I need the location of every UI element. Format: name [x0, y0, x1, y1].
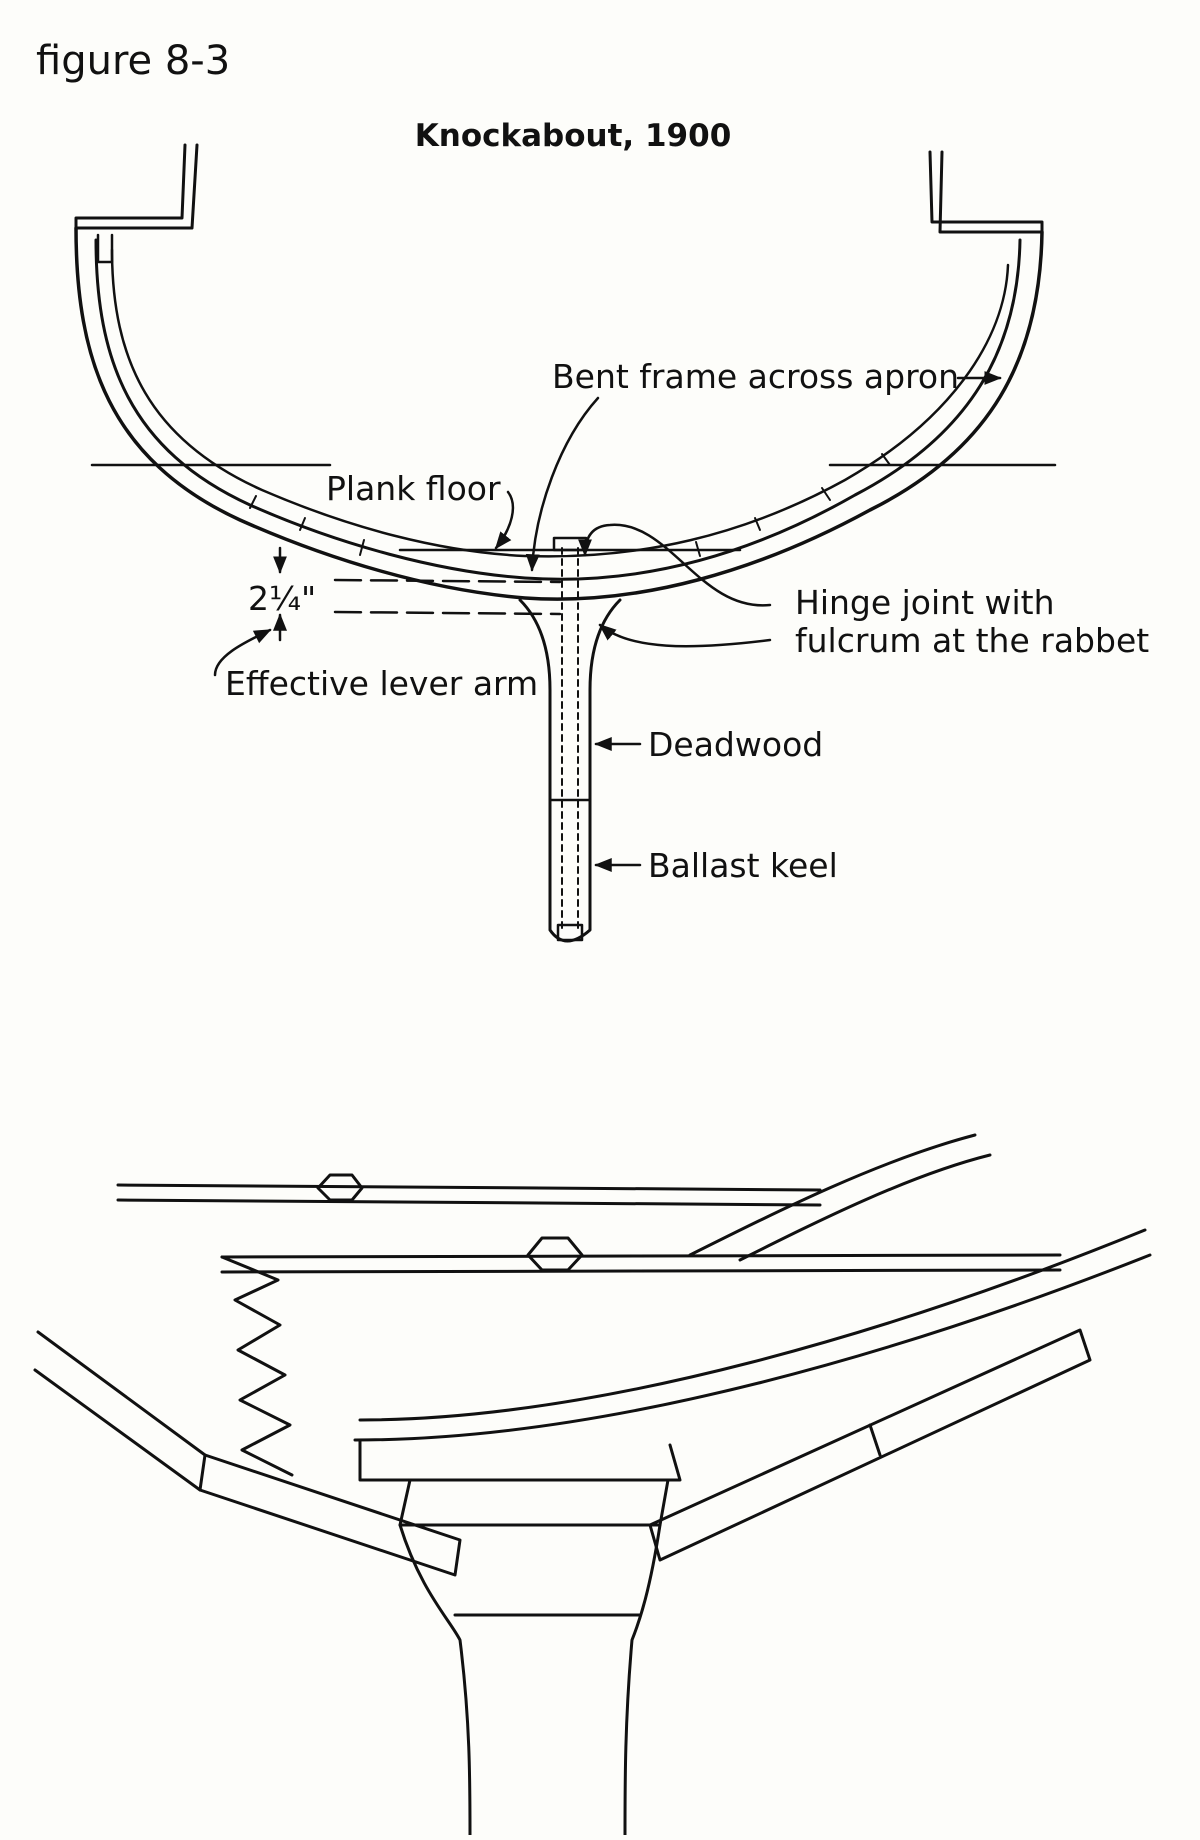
label-dimension: 2¼" — [248, 579, 316, 618]
figure-label: figure 8-3 — [36, 38, 230, 84]
label-hinge-line2: fulcrum at the rabbet — [795, 621, 1149, 660]
bent-frame-3 — [358, 1228, 1147, 1422]
port-bulwark — [74, 143, 199, 230]
left-plank-end — [198, 1453, 207, 1492]
deadwood-lower-left — [398, 1523, 472, 1837]
perspective-detail-drawing — [33, 1133, 1152, 1837]
keel-nut — [556, 923, 584, 942]
leader-lines — [213, 371, 1002, 872]
hull-outer — [74, 226, 1044, 601]
right-plank-seam — [868, 1423, 882, 1457]
label-lever-arm: Effective lever arm — [225, 664, 538, 703]
label-ballast-keel: Ballast keel — [648, 846, 838, 885]
left-plank — [33, 1330, 462, 1577]
clamp-port — [96, 233, 114, 264]
bent-frame-4 — [353, 1253, 1152, 1442]
bent-frame-2 — [738, 1153, 992, 1262]
leader-hinge-2 — [598, 623, 772, 648]
floor-nut — [526, 1236, 584, 1272]
bolt-nut — [552, 536, 588, 552]
hull-inner — [94, 238, 1022, 581]
label-bent-frame: Bent frame across apron — [552, 357, 959, 396]
bent-frame-1 — [688, 1133, 977, 1257]
starboard-bulwark — [928, 150, 1044, 234]
leader-hinge — [578, 523, 772, 607]
label-deadwood: Deadwood — [648, 725, 823, 764]
hull-section-drawing — [74, 143, 1057, 943]
floor-plank-top — [220, 1253, 1062, 1274]
bent-frame — [110, 248, 1010, 558]
leader-bent-frame — [525, 396, 600, 572]
deadwood — [518, 598, 622, 943]
right-plank — [648, 1328, 1092, 1562]
upper-nut — [316, 1173, 364, 1202]
upper-plank — [116, 1183, 822, 1207]
apron-face — [398, 1478, 670, 1527]
label-hinge-line1: Hinge joint with — [795, 583, 1055, 622]
keel-bolt — [561, 547, 579, 931]
leader-lever-arm — [213, 628, 272, 677]
zigzag-edge — [220, 1255, 294, 1477]
leader-plank-floor — [494, 490, 515, 550]
deadwood-lower-right — [623, 1523, 662, 1837]
drawing-title: Knockabout, 1900 — [415, 118, 732, 154]
floor-dash — [333, 578, 562, 616]
apron-top — [358, 1438, 682, 1482]
label-plank-floor: Plank floor — [326, 469, 501, 508]
